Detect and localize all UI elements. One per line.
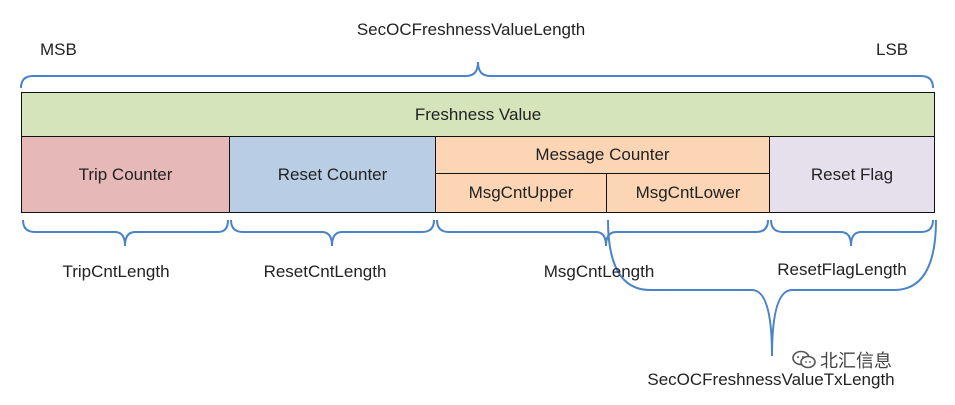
reset-length-label: ResetCntLength	[263, 262, 387, 281]
trip-length-label: TripCntLength	[62, 262, 170, 281]
msg-cnt-upper-box: MsgCntUpper	[435, 173, 607, 213]
msb-label: MSB	[40, 40, 77, 59]
lsb-label: LSB	[876, 40, 909, 59]
reset-counter-box: Reset Counter	[229, 136, 436, 213]
msg-cnt-lower-box: MsgCntLower	[606, 173, 770, 213]
flag-length-label: ResetFlagLength	[777, 260, 907, 279]
message-counter-box: Message Counter	[435, 136, 770, 174]
msg-length-label: MsgCntLength	[543, 262, 655, 281]
trip-counter-box: Trip Counter	[21, 136, 230, 213]
reset-length-brace	[230, 219, 435, 247]
wechat-icon	[792, 350, 816, 369]
total-length-label: SecOCFreshnessValueLength	[356, 20, 586, 39]
flag-length-brace	[770, 219, 934, 247]
msg-length-brace	[436, 219, 769, 247]
tx-length-brace	[607, 219, 937, 357]
watermark-text: 北汇信息	[820, 351, 892, 372]
trip-length-brace	[22, 219, 229, 247]
reset-flag-box: Reset Flag	[769, 136, 935, 213]
watermark: 北汇信息	[792, 347, 892, 373]
total-length-brace	[20, 61, 934, 89]
tx-length-label: SecOCFreshnessValueTxLength	[647, 370, 895, 389]
freshness-value-box: Freshness Value	[21, 92, 935, 137]
